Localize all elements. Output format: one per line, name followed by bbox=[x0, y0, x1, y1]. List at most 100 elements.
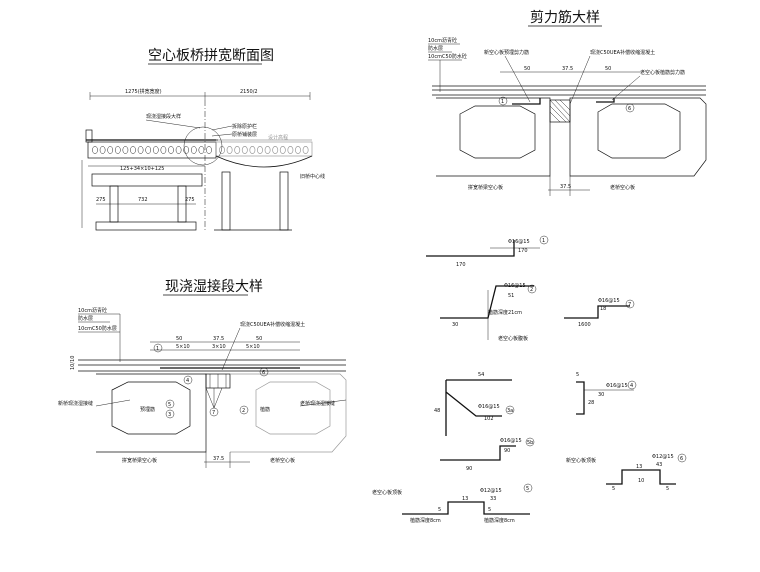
label-old-plant-rebar: 老空心板植筋剪力筋 bbox=[640, 69, 685, 76]
r5-mid: 30 bbox=[598, 392, 604, 398]
label-new-embed-rebar: 新空心板预埋剪力筋 bbox=[484, 49, 529, 56]
r7-c1: 5 bbox=[612, 486, 615, 492]
hollow-core bbox=[198, 146, 205, 154]
layer-concrete-top: 10cmC50防水砼 bbox=[428, 53, 467, 60]
hollow-core bbox=[122, 146, 129, 154]
r1-left: 170 bbox=[456, 262, 466, 268]
wet-layer-waterproof: 防水层 bbox=[78, 315, 93, 322]
wet-mark-3: 3 bbox=[168, 412, 171, 418]
label-design-elevation: 设计高程 bbox=[268, 134, 288, 141]
label-c50-concrete: 现浇C50UEA补偿收缩混凝土 bbox=[590, 49, 655, 56]
mark-6-shear: 6 bbox=[628, 106, 631, 112]
r8-depth-left: 植筋深度8cm bbox=[410, 517, 441, 524]
r2-note: 老空心板腹板 bbox=[498, 335, 528, 342]
wet-dim-bottom: 37.5 bbox=[213, 456, 224, 462]
wet-label-c50: 现浇C50UEA补偿收缩混凝土 bbox=[240, 321, 305, 328]
hollow-core bbox=[279, 146, 286, 154]
rebar-shapes: Φ16@15 170 170 1 Φ16@15 51 30 植筋深度21cm 老… bbox=[372, 235, 687, 524]
r6-mark: 5b bbox=[527, 440, 533, 446]
dim-275-left: 275 bbox=[96, 197, 106, 203]
r7-top: 43 bbox=[656, 462, 662, 468]
r8-top: 33 bbox=[490, 496, 496, 502]
r3-top: 18 bbox=[600, 306, 606, 312]
layer-waterproof-top: 防水层 bbox=[428, 45, 443, 52]
r2-left: 30 bbox=[452, 322, 458, 328]
caption-old-slab-shear: 老桥空心板 bbox=[610, 184, 635, 191]
r3-len: 1600 bbox=[578, 322, 591, 328]
dim-half-width: 2150/2 bbox=[240, 89, 258, 95]
wet-mark-2: 2 bbox=[242, 408, 245, 414]
r4-side: 48 bbox=[434, 408, 440, 414]
hollow-core bbox=[257, 146, 263, 154]
wet-mark-1: 1 bbox=[156, 346, 159, 352]
wet-dim-5x10-b: 5×10 bbox=[246, 344, 260, 350]
r8-c2: 5 bbox=[488, 507, 491, 513]
wet-dim-side: 10/10 bbox=[70, 356, 76, 370]
dim-275-right: 275 bbox=[185, 197, 195, 203]
r7-c2: 5 bbox=[666, 486, 669, 492]
r6-len: 90 bbox=[504, 448, 510, 454]
r7-label: 新空心板顶板 bbox=[566, 457, 596, 464]
wet-mark-5: 5 bbox=[168, 402, 171, 408]
dim-50-a: 50 bbox=[524, 66, 530, 72]
dim-bottom-shear: 37.5 bbox=[560, 184, 571, 190]
hollow-core bbox=[183, 146, 190, 154]
wet-dim-5x10-a: 5×10 bbox=[176, 344, 190, 350]
label-wet-joint-ref: 现浇湿接段大样 bbox=[146, 113, 181, 120]
wet-layer-concrete: 10cmC50防水层 bbox=[78, 325, 117, 332]
cross-section-drawing: 1275(拼宽宽度) 2150/2 设计高程 现浇湿接段大样 拆除原护栏 原桥铺… bbox=[81, 88, 325, 232]
hollow-core bbox=[190, 146, 197, 154]
r1-len: 170 bbox=[518, 248, 528, 254]
r5-side: 28 bbox=[588, 400, 594, 406]
label-remove-guardrail: 拆除原护栏 bbox=[232, 123, 257, 130]
wet-dim-3x10: 3×10 bbox=[212, 344, 226, 350]
r2-depth: 植筋深度21cm bbox=[488, 309, 522, 316]
hollow-core bbox=[145, 146, 152, 154]
r6-left: 90 bbox=[466, 466, 472, 472]
dim-37-5: 37.5 bbox=[562, 66, 573, 72]
r2-spec: Φ16@15 bbox=[504, 283, 526, 289]
hollow-core bbox=[206, 146, 212, 154]
r5-mark: 4 bbox=[630, 383, 633, 389]
hollow-core bbox=[152, 146, 159, 154]
r7-mark: 6 bbox=[680, 456, 683, 462]
hollow-core bbox=[168, 146, 174, 154]
hollow-core bbox=[249, 146, 256, 154]
r8-depth-right: 植筋深度8cm bbox=[484, 517, 515, 524]
hollow-core bbox=[234, 146, 241, 154]
r8-spec: Φ12@15 bbox=[480, 488, 502, 494]
r8-a: 13 bbox=[462, 496, 468, 502]
hollow-core bbox=[92, 146, 98, 154]
wet-label-embed: 预埋筋 bbox=[140, 406, 155, 413]
wet-dim-50-a: 50 bbox=[176, 336, 182, 342]
hollow-core bbox=[160, 146, 167, 154]
wet-mark-7: 7 bbox=[212, 410, 215, 416]
wet-mark-4: 4 bbox=[186, 378, 189, 384]
hollow-core bbox=[287, 146, 294, 154]
wet-caption-new: 拼宽桥梁空心板 bbox=[122, 457, 157, 464]
wet-caption-old: 老桥空心板 bbox=[270, 457, 295, 464]
r1-mark: 1 bbox=[542, 238, 545, 244]
dim-widen-width: 1275(拼宽宽度) bbox=[125, 88, 162, 95]
hollow-core bbox=[241, 146, 248, 154]
title-shear-rebar: 剪力筋大样 bbox=[530, 9, 600, 26]
wet-dim-50-b: 50 bbox=[256, 336, 262, 342]
r4-top: 54 bbox=[478, 372, 484, 378]
shear-rebar-drawing: 10cm沥青砼 防水层 10cmC50防水砼 新空心板预埋剪力筋 现浇C50UE… bbox=[428, 37, 707, 196]
hollow-core bbox=[137, 146, 144, 154]
r7-spec: Φ12@15 bbox=[652, 454, 674, 460]
layer-asphalt-top: 10cm沥青砼 bbox=[428, 37, 457, 44]
title-cross-section: 空心板桥拼宽断面图 bbox=[148, 47, 274, 64]
hollow-core bbox=[295, 146, 301, 154]
wet-layer-asphalt: 10cm沥青砼 bbox=[78, 307, 107, 314]
label-old-pavement: 原桥铺装层 bbox=[232, 131, 257, 138]
r2-len: 51 bbox=[508, 293, 514, 299]
hollow-core bbox=[226, 146, 233, 154]
r7-a: 13 bbox=[636, 464, 642, 470]
dim-732: 732 bbox=[138, 197, 148, 203]
hollow-core bbox=[264, 146, 271, 154]
dim-50-b: 50 bbox=[605, 66, 611, 72]
r5-top: 5 bbox=[576, 372, 579, 378]
mark-1-shear: 1 bbox=[501, 99, 504, 105]
r5-spec: Φ16@15 bbox=[606, 383, 628, 389]
